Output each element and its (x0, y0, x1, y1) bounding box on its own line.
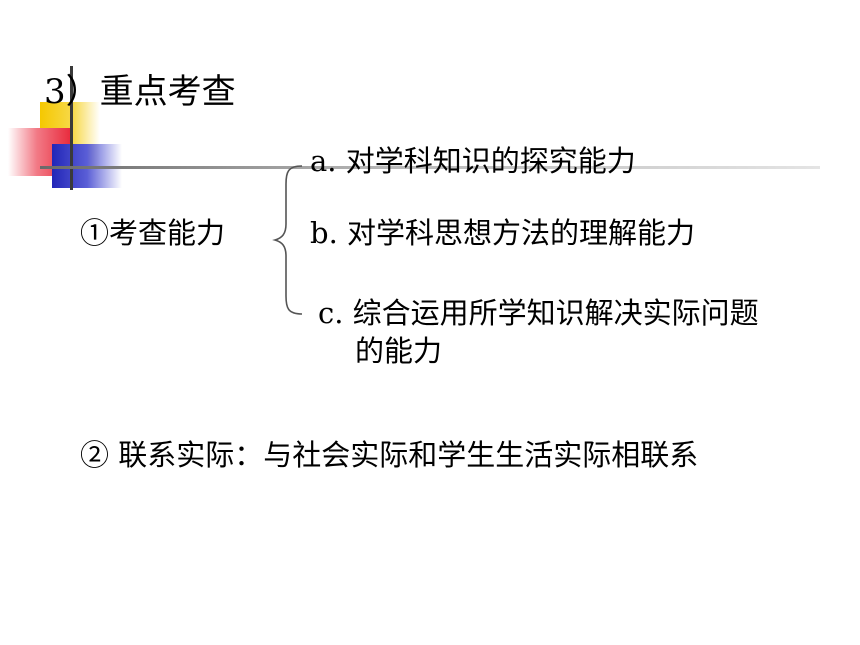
ability-item-a: a. 对学科知识的探究能力 (310, 144, 636, 178)
ornament-horizontal-line (40, 166, 820, 169)
practice-point: ② 联系实际：与社会实际和学生生活实际相联系 (80, 438, 699, 472)
ability-item-c: c. 综合运用所学知识解决实际问题 (318, 296, 759, 330)
ability-label: ①考查能力 (80, 216, 226, 250)
ornament-vertical-line (70, 66, 73, 190)
ability-item-c-continued: 的能力 (355, 334, 443, 368)
slide-title: 3）重点考查 (44, 72, 236, 112)
curly-brace-icon (272, 165, 303, 315)
ability-item-b: b. 对学科思想方法的理解能力 (310, 216, 696, 250)
